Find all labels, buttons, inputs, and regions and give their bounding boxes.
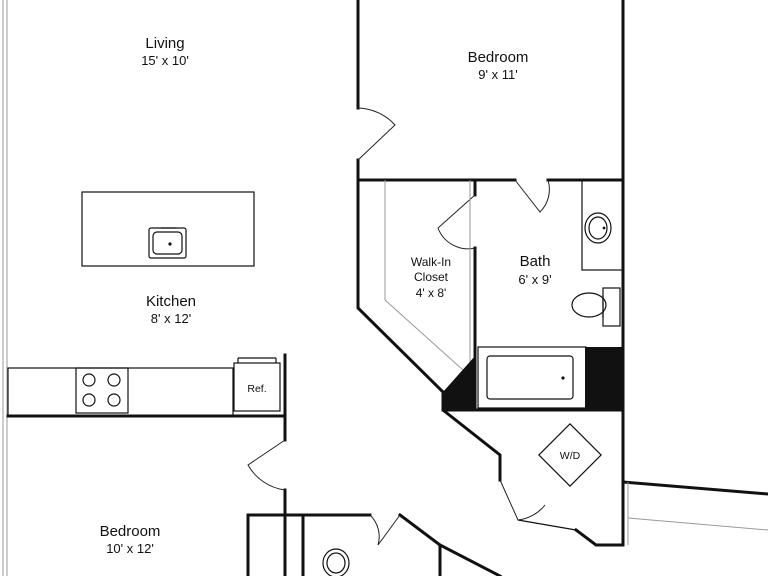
closet-dark-corner — [443, 356, 475, 410]
toilet-icon — [571, 287, 621, 327]
washer-dryer-icon — [538, 423, 602, 487]
refrigerator-label: Ref. — [247, 383, 266, 395]
kitchen-dimensions: 8' x 12' — [151, 311, 191, 326]
bathtub-icon — [477, 346, 587, 409]
living-room-label: Living — [145, 35, 184, 52]
kitchen-counter — [7, 367, 234, 417]
walls — [6, 0, 768, 576]
kitchen-island — [81, 191, 255, 267]
lower-sink-icon — [322, 548, 350, 576]
stove-icon — [76, 368, 128, 413]
left-window-wall — [2, 0, 8, 576]
washer-dryer-label: W/D — [560, 450, 581, 462]
bath-label: Bath — [520, 253, 551, 270]
bedroom-bottom-label: Bedroom — [100, 523, 161, 540]
closet-label-line1: Walk-In — [411, 255, 451, 269]
door-swings — [247, 107, 577, 546]
bedroom-top-label: Bedroom — [468, 49, 529, 66]
closet-label-line2: Closet — [414, 270, 449, 284]
closet-dimensions: 4' x 8' — [416, 286, 447, 300]
bath-dark-block — [585, 347, 623, 410]
bedroom-bottom-dimensions: 10' x 12' — [106, 541, 154, 556]
closet-shelf — [384, 180, 471, 371]
kitchen-label: Kitchen — [146, 293, 196, 310]
bath-dimensions: 6' x 9' — [518, 272, 551, 287]
bedroom-top-dimensions: 9' x 11' — [478, 67, 517, 82]
bath-vanity — [581, 179, 624, 271]
living-room-dimensions: 15' x 10' — [141, 53, 189, 68]
refrigerator — [233, 357, 281, 412]
